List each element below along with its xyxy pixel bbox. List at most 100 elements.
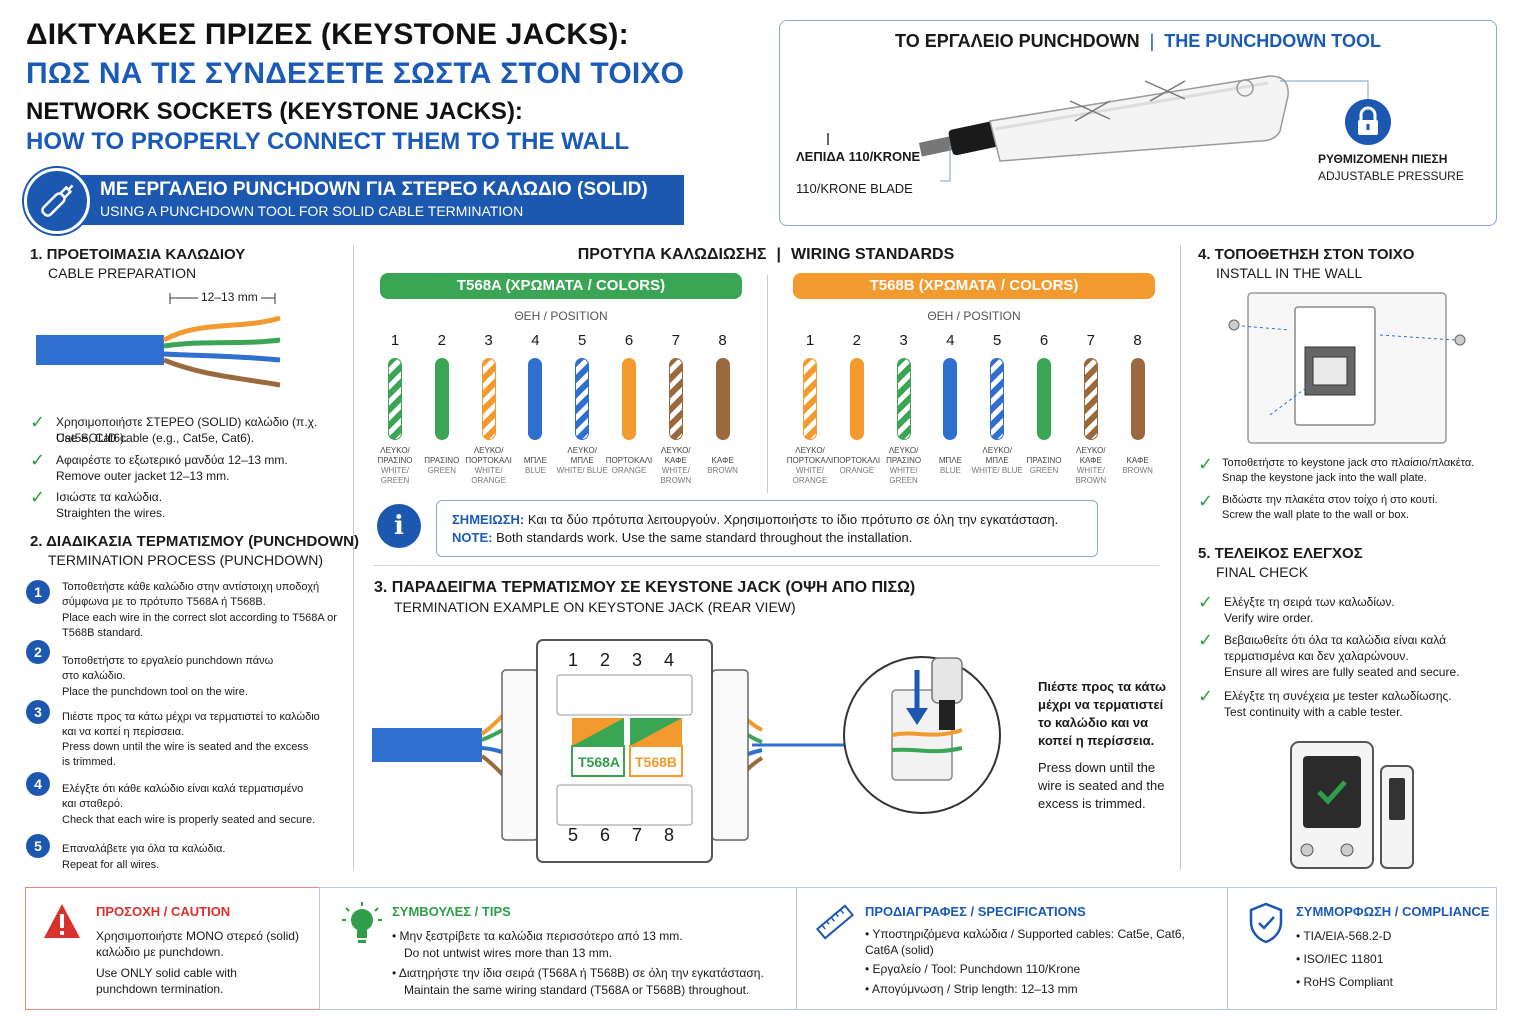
section-1-subtitle: CABLE PREPARATION	[48, 265, 197, 281]
prep-check-2: ✓ Αφαιρέστε το εξωτερικό μανδύα 12–13 mm…	[30, 450, 350, 487]
section-5-subtitle: FINAL CHECK	[1216, 564, 1309, 580]
t568b-wire-5-label-greek: ΛΕΥΚΟ/ ΜΠΛΕ	[982, 446, 1012, 465]
t568b-position-7: 7	[1086, 332, 1095, 349]
t568a-position-4: 4	[531, 332, 540, 349]
prep-check-3-english: Straighten the wires.	[56, 506, 166, 520]
t568b-wire-5	[990, 358, 1005, 440]
tip-2-greek: Διατηρήστε την ίδια σειρά (T568A ή T568B…	[398, 966, 764, 980]
t568b-wire-6	[1037, 358, 1051, 440]
t568a-position-3: 3	[484, 332, 493, 349]
spec-2-text: Εργαλείο / Tool: Punchdown 110/Krone	[872, 962, 1081, 976]
final-checklist: ✓ Ελέγξτε τη σειρά των καλωδίων. Verify …	[1198, 592, 1498, 724]
final-check-1-greek: Ελέγξτε τη σειρά των καλωδίων.	[1224, 595, 1395, 609]
pressure-label-english: ADJUSTABLE PRESSURE	[1318, 169, 1464, 183]
t568a-wire-1-label-english: WHITE/ GREEN	[380, 466, 410, 485]
t568b-wire-8-label-greek: ΚΑΦΕ	[1126, 456, 1149, 465]
t568b-wire-4	[943, 358, 958, 440]
punchdown-tool-panel: ΤΟ ΕΡΓΑΛΕΙΟ PUNCHDOWN|THE PUNCHDOWN TOOL…	[779, 20, 1497, 226]
cable-tester-icon	[1290, 741, 1414, 869]
t568b-wire-3	[896, 358, 911, 440]
caution-title: ΠΡΟΣΟΧΗ / CAUTION	[96, 904, 231, 919]
t568a-label: T568A (ΧΡΩΜΑΤΑ / COLORS)	[380, 273, 742, 299]
tips-panel: ΣΥΜΒΟΥΛΕΣ / TIPS • Μην ξεστρίβετε τα καλ…	[319, 887, 797, 1010]
t568b-wire-8	[1130, 358, 1145, 440]
prep-check-1-greek: Χρησιμοποιήστε ΣΤΕΡΕΟ (SOLID) καλώδιο (π…	[56, 415, 318, 445]
t568a-position-8: 8	[718, 332, 727, 349]
t568a-wire-7	[668, 358, 683, 440]
t568a-position-label: ΘΕΗ / POSITION	[514, 309, 608, 323]
t568a-wire-8-label-greek: ΚΑΦΕ	[711, 456, 734, 465]
jack-pin-4: 4	[664, 650, 675, 670]
t568a-wire-4-label-greek: ΜΠΛΕ	[523, 456, 547, 465]
note-greek-text: Και τα δύο πρότυπα λειτουργούν. Χρησιμοπ…	[527, 512, 1059, 527]
t568b-wire-7-label-greek: ΛΕΥΚΟ/ ΚΑΦΕ	[1076, 446, 1106, 465]
jack-pin-8: 8	[664, 825, 675, 845]
compliance-title: ΣΥΜΜΟΡΦΩΣΗ / COMPLIANCE	[1296, 904, 1490, 919]
t568b-position-3: 3	[899, 332, 908, 349]
tip-2: • Διατηρήστε την ίδια σειρά (T568A ή T56…	[392, 965, 787, 981]
divider-horizontal	[373, 565, 1159, 566]
standards-title-english: WIRING STANDARDS	[791, 246, 955, 263]
shield-check-icon	[1249, 902, 1283, 944]
install-check-1: ✓ Τοποθετήστε το keystone jack στο πλαίσ…	[1198, 454, 1498, 491]
check-icon: ✓	[1198, 686, 1214, 706]
bullet-dot: •	[865, 982, 870, 996]
jack-pin-3: 3	[632, 650, 643, 670]
strip-length-measure: 12–13 mm	[198, 290, 261, 304]
specifications-panel: ΠΡΟΔΙΑΓΡΑΦΕΣ / SPECIFICATIONS • Υποστηρι…	[796, 887, 1228, 1010]
caution-greek: Χρησιμοποιήστε ΜΟΝΟ στερεό (solid) καλώδ…	[96, 929, 299, 959]
t568a-wire-6-label-english: ORANGE	[611, 466, 647, 475]
bullet-dot: •	[865, 927, 870, 941]
punchdown-tool-icon	[24, 168, 90, 234]
prep-check-2-english: Remove outer jacket 12–13 mm.	[56, 469, 230, 483]
info-icon: i	[377, 504, 421, 548]
t568a-wire-1	[388, 358, 402, 440]
bullet-dot: •	[1296, 929, 1301, 943]
press-instruction-greek: Πιέστε προς τα κάτω μέχρι να τερματιστεί…	[1038, 679, 1166, 748]
process-steps: 1 Τοποθετήστε κάθε καλώδιο στην αντίστοι…	[26, 578, 348, 871]
lightbulb-icon	[342, 902, 382, 943]
step-number: 3	[26, 700, 50, 724]
t568b-wire-1	[803, 358, 817, 440]
jack-top-numbers: 1 2 3 4	[568, 650, 688, 672]
t568a-wire-2-label-english: GREEN	[427, 466, 457, 475]
t568a-position-1: 1	[390, 332, 400, 349]
jack-label-t568b: T568B	[634, 754, 678, 770]
t568b-label: T568B (ΧΡΩΜΑΤΑ / COLORS)	[793, 273, 1155, 299]
step-number: 1	[26, 580, 50, 604]
divider-right	[1180, 245, 1181, 870]
t568a-position-2: 2	[437, 332, 446, 349]
prep-check-2-greek: Αφαιρέστε το εξωτερικό μανδύα 12–13 mm.	[56, 453, 288, 467]
t568b-position-1: 1	[805, 332, 815, 349]
t568b-wire-1-label-english: WHITE/ ORANGE	[792, 466, 828, 485]
install-check-2: ✓ Βιδώστε την πλακέτα στον τοίχο ή στο κ…	[1198, 491, 1498, 528]
check-icon: ✓	[1198, 491, 1214, 511]
spec-1: • Υποστηριζόμενα καλώδια / Supported cab…	[865, 926, 1215, 958]
step-1-greek: Τοποθετήστε κάθε καλώδιο στην αντίστοιχη…	[62, 581, 320, 608]
wall-plate-illustration	[1228, 292, 1466, 444]
section-2-title: 2. ΔΙΑΔΙΚΑΣΙΑ ΤΕΡΜΑΤΙΣΜΟΥ (PUNCHDOWN)	[30, 533, 360, 550]
banner-bar	[64, 175, 684, 225]
section-2-subtitle: TERMINATION PROCESS (PUNCHDOWN)	[48, 552, 324, 568]
t568a-wire-6	[622, 358, 636, 440]
compliance-1: • TIA/EIA-568.2-D	[1296, 928, 1391, 944]
t568a-wire-5-label-english: WHITE/ BLUE	[556, 466, 608, 475]
punchdown-tool-illustration	[827, 75, 1369, 182]
t568a-wire-6-label-greek: ΠΟΡΤΟΚΑΛΙ	[605, 456, 653, 465]
section-4-title: 4. ΤΟΠΟΘΕΤΗΣΗ ΣΤΟΝ ΤΟΙΧΟ	[1198, 246, 1415, 263]
tool-title-greek: ΤΟ ΕΡΓΑΛΕΙΟ PUNCHDOWN	[895, 31, 1140, 51]
bullet-dot: •	[865, 962, 870, 976]
step-5-greek: Επαναλάβετε για όλα τα καλώδια.	[62, 843, 226, 855]
banner-title-greek: ΜΕ ΕΡΓΑΛΕΙΟ PUNCHDOWN ΓΙΑ ΣΤΕΡΕΟ ΚΑΛΩΔΙΟ…	[100, 179, 648, 200]
standards-title-greek: ΠΡΟΤΥΠΑ ΚΑΛΩΔΙΩΣΗΣ	[577, 246, 767, 263]
pressure-label-greek: ΡΥΘΜΙΖΟΜΕΝΗ ΠΙΕΣΗ	[1318, 152, 1448, 166]
t568a-wire-1-label-greek: ΛΕΥΚΟ/ ΠΡΑΣΙΝΟ	[377, 446, 413, 465]
jack-pin-7: 7	[632, 825, 643, 845]
section-5-title: 5. ΤΕΛΕΙΚΟΣ ΕΛΕΓΧΟΣ	[1198, 545, 1363, 562]
